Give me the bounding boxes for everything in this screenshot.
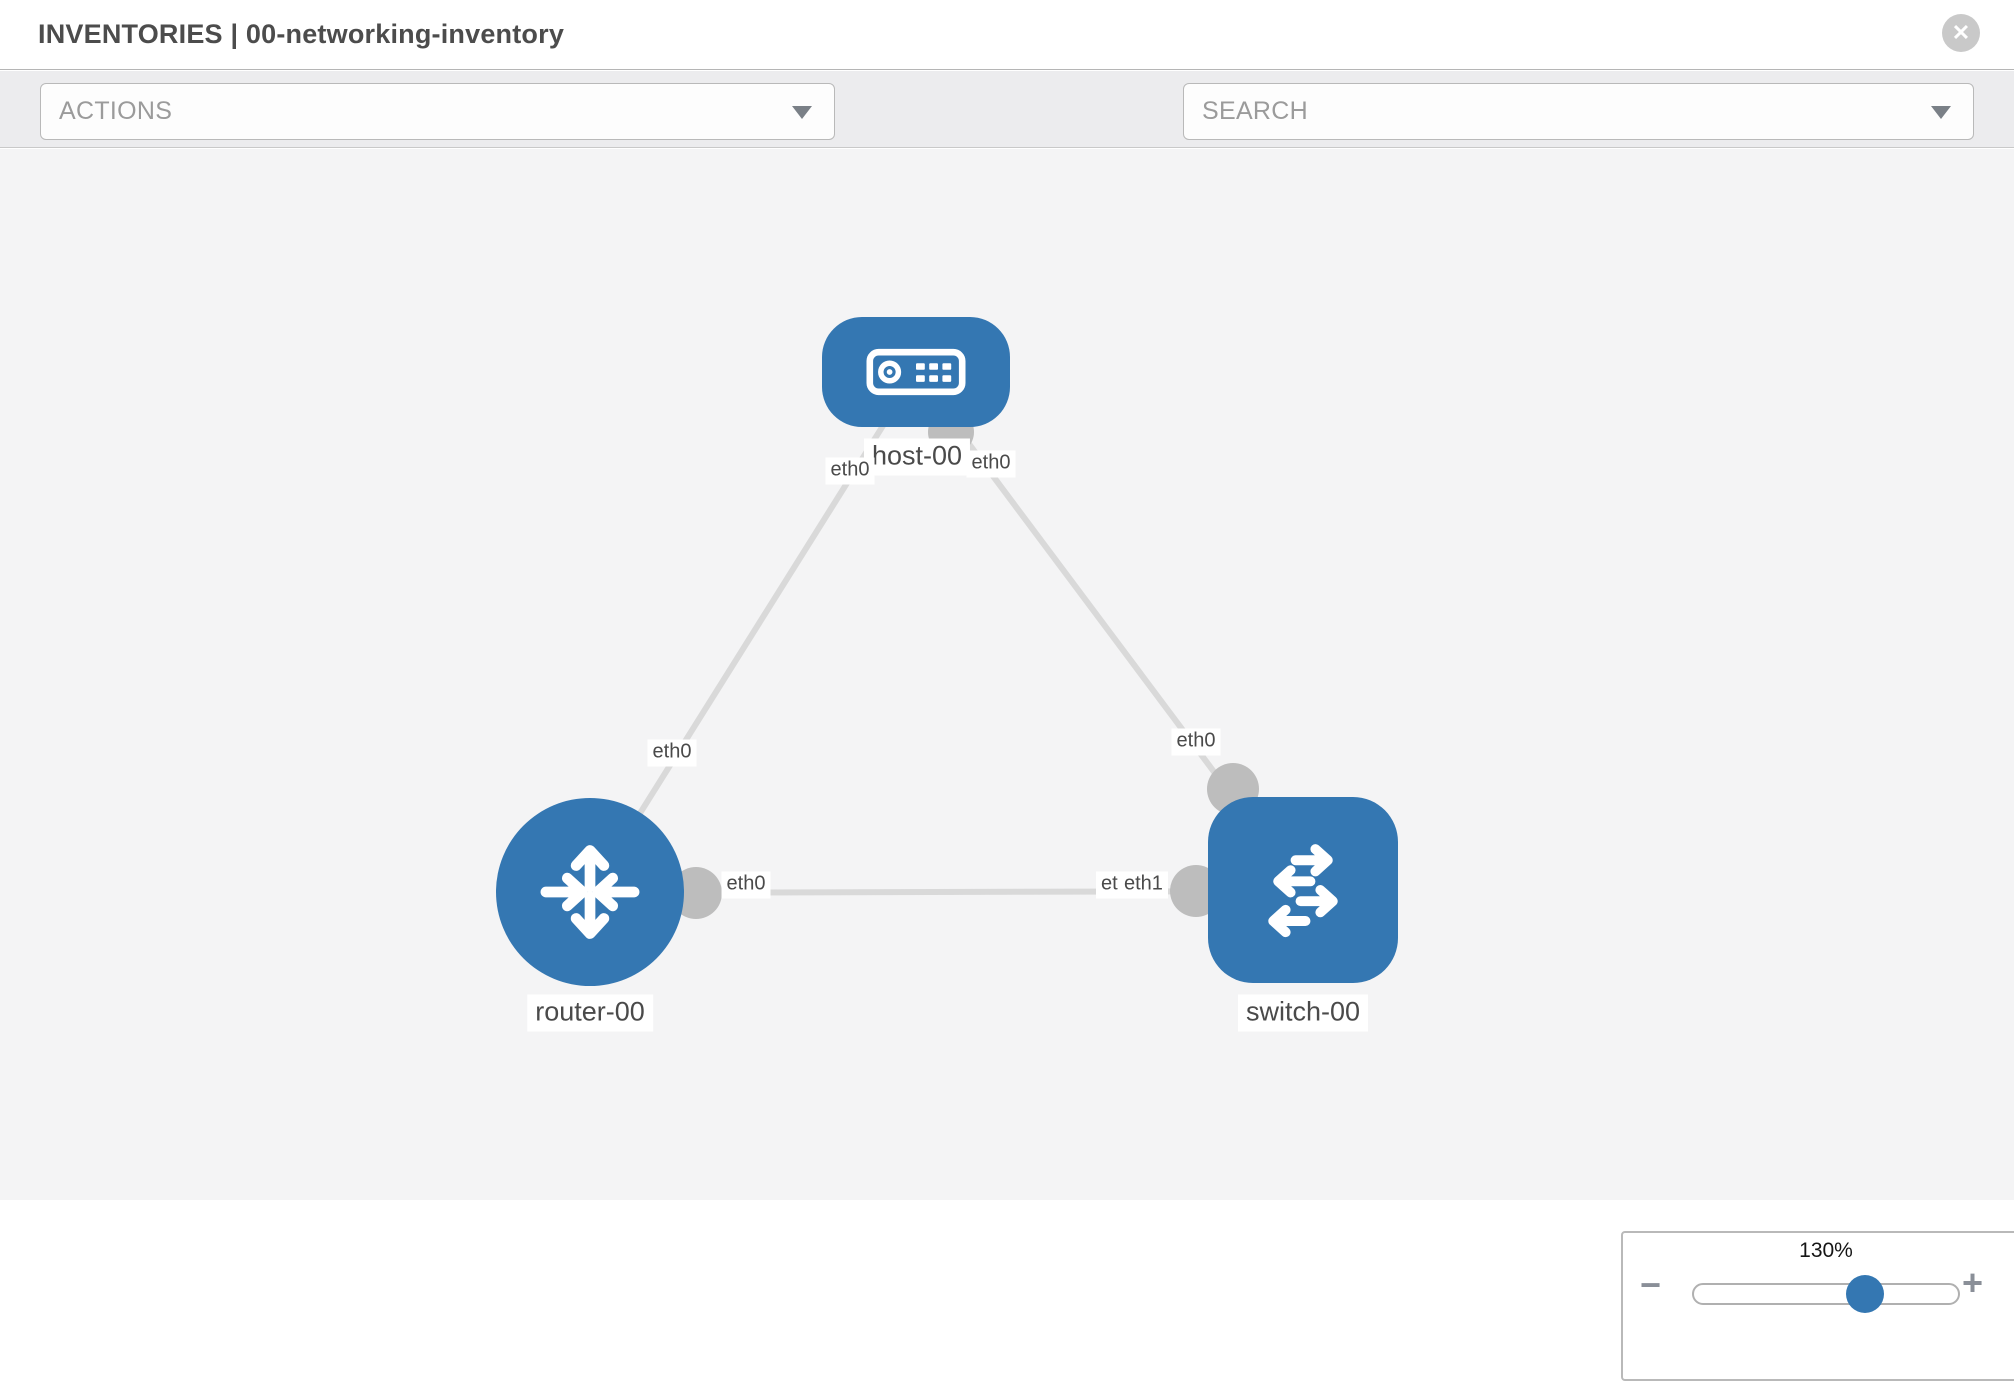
topology-links-layer [587, 371, 1306, 896]
zoom-slider-track[interactable] [1692, 1283, 1960, 1305]
search-dropdown[interactable]: SEARCH [1183, 83, 1974, 140]
actions-dropdown-label: ACTIONS [59, 97, 173, 125]
iface-label-router-right: eth0 [721, 871, 771, 899]
node-router-00[interactable] [496, 798, 684, 986]
iface-label-host-left: eth0 [825, 457, 875, 485]
node-label-router-00: router-00 [527, 994, 653, 1032]
chevron-down-icon [1931, 106, 1951, 119]
chevron-down-icon [792, 106, 812, 119]
node-switch-00[interactable] [1208, 797, 1398, 983]
page-title: INVENTORIES | 00-networking-inventory [38, 19, 565, 49]
iface-label-switch-top: eth0 [1171, 728, 1221, 756]
iface-label-switch-left-front: eth1 [1119, 871, 1168, 899]
node-label-switch-00: switch-00 [1237, 994, 1369, 1032]
actions-dropdown[interactable]: ACTIONS [40, 83, 835, 140]
iface-label-router-top: eth0 [647, 739, 697, 767]
topology-canvas[interactable]: host-00 router-00 switch-00 eth0 eth0 et… [0, 149, 2014, 1381]
search-dropdown-label: SEARCH [1202, 97, 1308, 125]
zoom-level-value: 130% [1799, 1239, 1853, 1262]
node-host-00[interactable] [822, 317, 1010, 427]
zoom-in-button[interactable]: + [1962, 1262, 1984, 1303]
panel-header: INVENTORIES | 00-networking-inventory ✕ [0, 0, 2014, 70]
router-icon [540, 845, 640, 939]
zoom-slider-thumb[interactable] [1846, 1275, 1884, 1313]
zoom-out-button[interactable]: − [1640, 1264, 1662, 1305]
switch-icon [1268, 844, 1338, 938]
iface-label-host-right: eth0 [966, 450, 1016, 478]
close-icon[interactable]: ✕ [1942, 14, 1980, 52]
zoom-control-panel: 130% − + [1621, 1231, 2014, 1381]
host-icon [866, 348, 966, 396]
toolbar: ACTIONS SEARCH [0, 71, 2014, 201]
node-label-host-00: host-00 [863, 438, 971, 476]
